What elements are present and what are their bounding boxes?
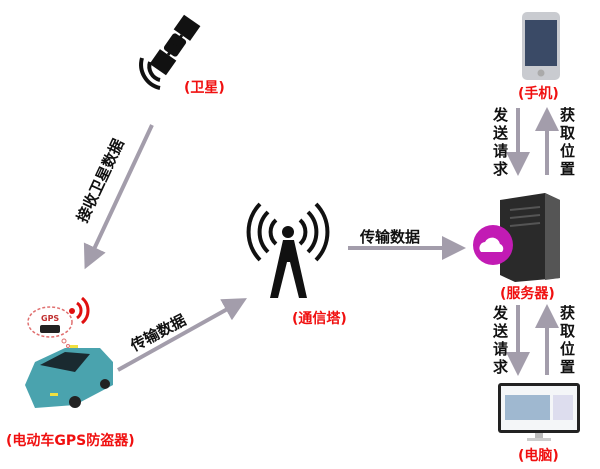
tower-label: (通信塔): [292, 311, 347, 327]
satellite-icon: [149, 14, 201, 76]
edge-label-phone-response: 获取位置: [560, 106, 576, 178]
satellite-label: (卫星): [184, 80, 225, 96]
edge-label-computer-request: 发送请求: [493, 304, 509, 376]
edge-label-phone-request: 发送请求: [493, 106, 509, 178]
computer-icon: [498, 383, 580, 441]
gps-bubble-text: GPS: [41, 314, 60, 323]
arrow-satellite-to-device: [83, 124, 154, 270]
computer-label: (电脑): [518, 448, 559, 464]
gps-bubble-icon: [27, 306, 73, 348]
phone-icon: [522, 12, 560, 80]
car-icon: [25, 345, 113, 408]
phone-label: (手机): [518, 86, 559, 102]
cloud-icon: [473, 225, 513, 265]
server-icon: [500, 193, 560, 282]
gps-signal-icon: [69, 296, 90, 325]
arrow-device-to-tower: [117, 298, 247, 372]
edge-label-computer-response: 获取位置: [560, 304, 576, 376]
gps-device-label: (电动车GPS防盗器): [6, 433, 135, 449]
satellite-signal-icon: [139, 57, 161, 90]
server-label: (服务器): [500, 286, 555, 302]
signal-tower-icon: [246, 202, 330, 298]
edge-label-tower-to-server: 传输数据: [360, 228, 421, 246]
